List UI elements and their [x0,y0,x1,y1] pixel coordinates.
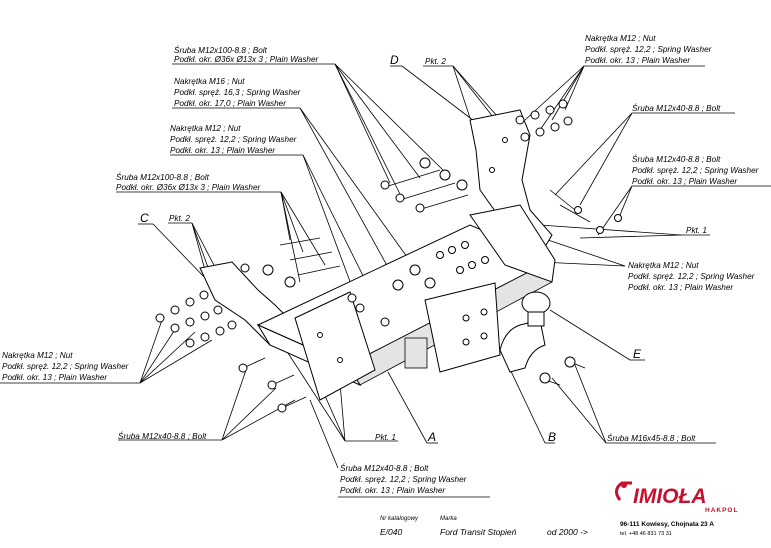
label-pkt1-bottom: Pkt. 1 [375,433,396,442]
letter-a: A [427,430,436,444]
labels: Śruba M12x100-8.8 ; Bolt Podkł. okr. Ø36… [2,34,759,495]
nuts-left [155,290,237,348]
label-nut-m16-l2: Podkł. spręż. 16,3 ; Spring Washer [174,88,301,97]
catalog-caption: Nr katalogowy [380,516,419,522]
bracket-d [469,109,553,256]
label-nut-left-bottom-l2: Podkł. spręż. 12,2 ; Spring Washer [2,362,129,371]
company-phone: tel. +48 46 831 73 31 [620,531,672,537]
fasteners [155,99,622,413]
label-bolt40-center-l2: Podkł. spręż. 12,2 ; Spring Washer [340,475,467,484]
label-nut-m16-l3: Podkł. okr. 17,0 ; Plain Washer [174,99,286,108]
ball-neck-b [499,319,546,373]
bolts-lower [238,357,307,413]
label-bolt100-top-l1: Śruba M12x100-8.8 ; Bolt [174,44,268,55]
label-bolt40-right: Śruba M12x40-8.8 ; Bolt [632,102,721,113]
catalog-value: E/040 [380,527,402,537]
label-pkt2-top: Pkt. 2 [425,57,446,66]
label-bolt100-left-l1: Śruba M12x100-8.8 ; Bolt [116,171,210,182]
hitch-plate-a [424,282,501,373]
bolt-100-left-set [240,237,390,327]
brand-value: Ford Transit Stopień [440,527,517,537]
label-bolt100-left-l2: Podkł. okr. Ø36x Ø13x 3 ; Plain Washer [116,183,261,192]
label-bolt40-right2-l2: Podkł. spręż. 12,2 ; Spring Washer [632,166,759,175]
label-nut-right-top-l3: Podkł. okr. 13 ; Plain Washer [585,56,690,65]
label-nut-right-top-l1: Nakrętka M12 ; Nut [585,34,656,43]
label-bolt100-top-l2: Podkł. okr. Ø36x Ø13x 3 ; Plain Washer [174,55,319,64]
bolt-100-top-set [380,157,469,213]
label-nut-left-top-l3: Podkł. okr. 13 ; Plain Washer [170,146,275,155]
socket-plate [404,337,428,369]
towbar-assembly [199,109,556,401]
label-nut-left-bottom-l3: Podkł. okr. 13 ; Plain Washer [2,373,107,382]
label-bolt40-center-l3: Podkł. okr. 13 ; Plain Washer [340,486,445,495]
mount-plate-left [294,291,376,401]
label-bolt40-right2-l1: Śruba M12x40-8.8 ; Bolt [632,153,721,164]
label-pkt2-left: Pkt. 2 [169,214,190,223]
nuts-center [392,241,489,291]
letter-d: D [390,53,399,67]
tow-ball-e [521,291,551,315]
bolts-right [549,189,622,234]
nuts-right-top [515,99,573,142]
letter-c: C [140,211,149,225]
letter-b: B [548,430,556,444]
brand-caption: Marka [440,516,457,522]
company-address: 96-111 Kowiesy, Chojnata 23 A [620,521,714,528]
label-nut-m16-l1: Nakrętka M16 ; Nut [174,77,245,86]
label-nut-right-top-l2: Podkł. spręż. 12,2 ; Spring Washer [585,45,712,54]
mount-plate-right [469,204,556,283]
label-bolt40-right2-l3: Podkł. okr. 13 ; Plain Washer [632,177,737,186]
label-bolt40-center-l1: Śruba M12x40-8.8 ; Bolt [340,462,429,473]
company-block: IMIOŁA HAKPOL 96-111 Kowiesy, Chojnata 2… [615,481,738,537]
label-bolt40-bottom: Śruba M12x40-8.8 ; Bolt [118,430,207,441]
label-nut-right-mid-l2: Podkł. spręż. 12,2 ; Spring Washer [628,272,755,281]
date-value: od 2000 -> [547,527,588,537]
label-pkt1-right: Pkt. 1 [686,226,707,235]
label-nut-left-top-l1: Nakrętka M12 ; Nut [170,124,241,133]
label-nut-right-mid-l1: Nakrętka M12 ; Nut [628,261,699,270]
company-sublogo: HAKPOL [705,507,738,514]
company-logo: IMIOŁA [633,485,707,508]
footer: Nr katalogowy E/040 Marka Ford Transit S… [380,516,588,537]
label-bolt-m16x45: Śruba M16x45-8.8 ; Bolt [607,432,696,443]
letter-e: E [633,347,642,361]
bolts-m16 [539,356,586,386]
label-nut-right-mid-l3: Podkł. okr. 13 ; Plain Washer [628,283,733,292]
label-nut-left-top-l2: Podkł. spręż. 12,2 ; Spring Washer [170,135,297,144]
logo-mark-icon [615,481,632,501]
label-nut-left-bottom-l1: Nakrętka M12 ; Nut [2,351,73,360]
